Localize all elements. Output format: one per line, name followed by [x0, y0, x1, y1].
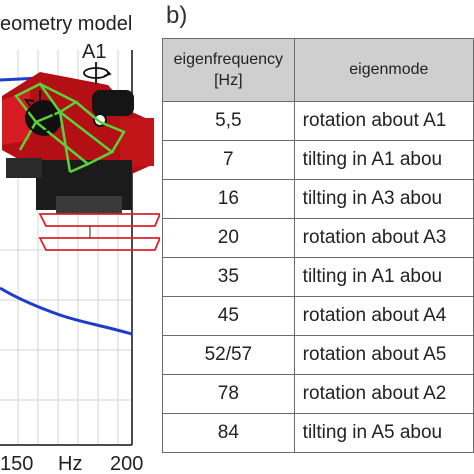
header-freq-line1: eigenfrequency — [173, 51, 284, 68]
table-row: 78 rotation about A2 — [162, 374, 474, 414]
geometry-model-figure: eometry model A1 150 Hz 200 — [0, 13, 160, 474]
row-eigenmode: rotation about A5 — [293, 335, 474, 375]
geometry-model-title: eometry model — [0, 13, 132, 35]
table-row: 84 tilting in A5 abou — [162, 413, 474, 453]
row-frequency: 16 — [162, 179, 295, 219]
header-eigenmode: eigenmode — [293, 38, 474, 102]
x-tick-200: 200 — [110, 453, 143, 474]
wireframe-model — [14, 82, 126, 174]
row-frequency: 20 — [162, 218, 295, 258]
row-eigenmode: tilting in A1 abou — [293, 140, 474, 180]
reference-boxes — [38, 213, 160, 251]
table-row: 52/57 rotation about A5 — [162, 335, 474, 375]
table-header-row: eigenfrequency [Hz] eigenmode — [162, 38, 474, 102]
row-frequency: 5,5 — [162, 101, 295, 141]
row-eigenmode: tilting in A1 abou — [293, 257, 474, 297]
row-eigenmode: rotation about A2 — [293, 374, 474, 414]
table-row: 5,5 rotation about A1 — [162, 101, 474, 141]
table-row: 16 tilting in A3 abou — [162, 179, 474, 219]
row-eigenmode: tilting in A5 abou — [293, 413, 474, 453]
row-frequency: 52/57 — [162, 335, 295, 375]
row-frequency: 35 — [162, 257, 295, 297]
x-tick-150: 150 — [0, 453, 33, 474]
row-frequency: 84 — [162, 413, 295, 453]
rotation-arrow-icon — [23, 90, 55, 133]
panel-b-label: b) — [166, 2, 188, 29]
row-eigenmode: rotation about A3 — [293, 218, 474, 258]
rotation-arrow-icon — [83, 62, 112, 84]
row-eigenmode: rotation about A4 — [293, 296, 474, 336]
row-frequency: 45 — [162, 296, 295, 336]
table-row: 7 tilting in A1 abou — [162, 140, 474, 180]
table-row: 20 rotation about A3 — [162, 218, 474, 258]
axis-label-a1: A1 — [82, 41, 106, 63]
row-eigenmode: rotation about A1 — [293, 101, 474, 141]
header-eigenfrequency: eigenfrequency [Hz] — [162, 38, 295, 102]
row-frequency: 78 — [162, 374, 295, 414]
row-eigenmode: tilting in A3 abou — [293, 179, 474, 219]
table-row: 45 rotation about A4 — [162, 296, 474, 336]
x-unit-label: Hz — [58, 453, 82, 474]
row-frequency: 7 — [162, 140, 295, 180]
header-freq-line2: [Hz] — [214, 72, 243, 89]
eigenmode-table: eigenfrequency [Hz] eigenmode 5,5 rotati… — [162, 38, 474, 453]
table-row: 35 tilting in A1 abou — [162, 257, 474, 297]
response-curve — [0, 286, 133, 336]
